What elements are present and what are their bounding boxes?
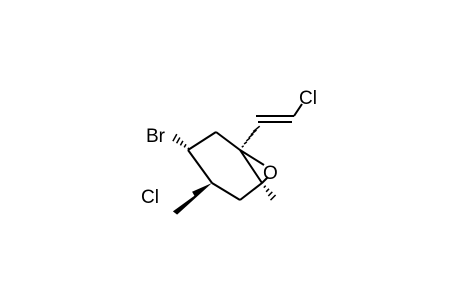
hashed-bond-c2-br <box>172 133 190 150</box>
ring-bond-c1-c2 <box>187 149 213 184</box>
oxygen-label: O <box>263 163 278 184</box>
wedge-bond-c1-cl <box>192 183 212 197</box>
bromine-label: Br <box>146 126 166 147</box>
epoxide-bond-c5-o <box>261 176 269 184</box>
ring-bond-c4-c5 <box>239 149 263 184</box>
ring-chlorine-label: Cl <box>141 187 159 208</box>
ring-bond-c3-c4 <box>215 131 241 151</box>
vinyl-bond-c-cl <box>293 103 303 117</box>
hashed-bond-c5-methyl <box>261 182 277 201</box>
hashed-bond-c4-vinyl <box>239 125 261 151</box>
wedge-bond-c1-methyl <box>172 183 212 215</box>
epoxide-bond-c4-o <box>239 149 265 166</box>
ring-bond-c5-c6 <box>239 182 263 201</box>
ring-bond-c6-c1 <box>211 182 241 201</box>
ring-bond-c2-c3 <box>187 131 217 151</box>
vinyl-chlorine-label: Cl <box>299 88 317 109</box>
